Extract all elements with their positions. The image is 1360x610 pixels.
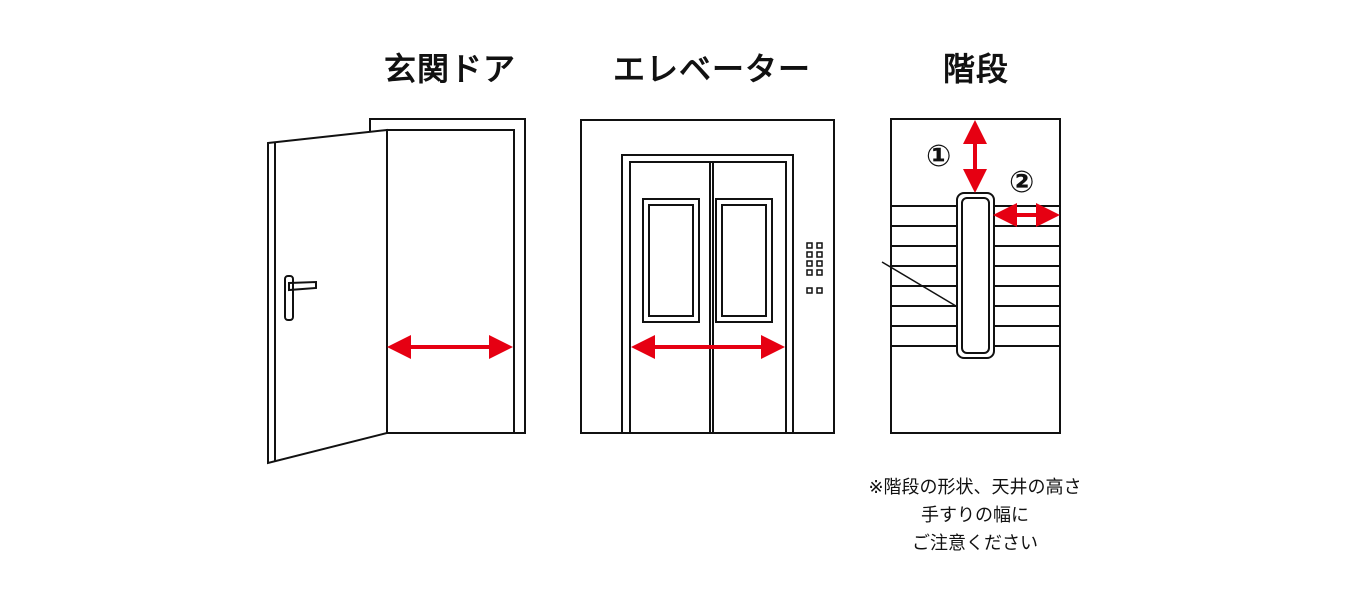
elevator-title: エレベーター: [612, 50, 811, 88]
elevator-right-window-outer: [715, 198, 773, 323]
marker-two: ②: [1009, 165, 1035, 200]
elevator-left-window-outer: [642, 198, 700, 323]
door-outer-frame: [369, 118, 526, 434]
elevator-inner-jamb: [629, 161, 787, 433]
door-leaf: [267, 128, 388, 465]
door-inner-frame: [386, 129, 515, 433]
marker-one: ①: [926, 139, 952, 174]
elevator-wall-frame: [580, 119, 835, 434]
elevator-outer-jamb: [621, 154, 794, 433]
elevator-left-window-inner: [648, 204, 694, 317]
stairs-landing-inner: [961, 197, 990, 354]
door-lever-handle: [288, 280, 317, 292]
stairs-cut-line: [881, 261, 967, 313]
stairs-landing-outer: [956, 192, 995, 359]
elevator-drawing: [580, 119, 835, 434]
elevator-right-window-inner: [721, 204, 767, 317]
door-handle-plate: [284, 275, 294, 321]
stairs-drawing: [881, 118, 1061, 434]
stairs-title: 階段: [942, 50, 1009, 88]
note-line-1: ※階段の形状、天井の高さ: [868, 477, 1082, 498]
note-line-3: ご注意ください: [912, 533, 1038, 554]
note-line-2: 手すりの幅に: [921, 505, 1029, 526]
elevator-button-panel: [806, 242, 823, 294]
entrance-door-drawing: [267, 118, 526, 465]
stairs-outer-frame: [890, 118, 1061, 434]
stairs-caution-note: ※階段の形状、天井の高さ 手すりの幅に ご注意ください: [830, 474, 1120, 558]
entrance-door-title: 玄関ドア: [383, 50, 516, 88]
